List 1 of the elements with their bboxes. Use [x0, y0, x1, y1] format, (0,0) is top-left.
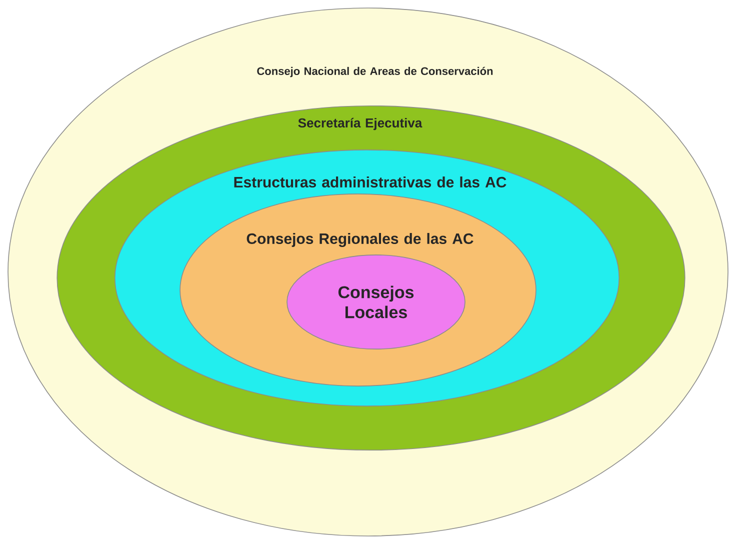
ellipse-region: Consejos Locales: [286, 254, 466, 350]
